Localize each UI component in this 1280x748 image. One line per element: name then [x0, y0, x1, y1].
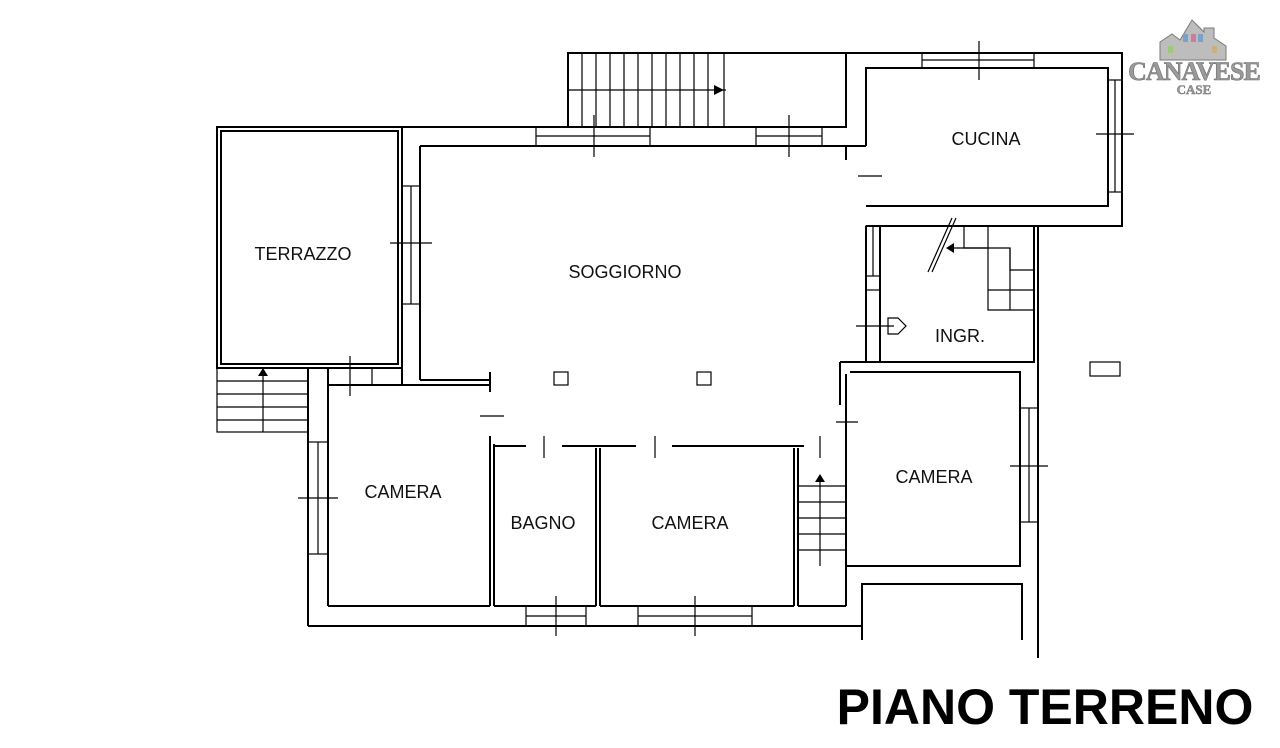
stairs-internal	[798, 474, 846, 566]
room-label-terrazzo: TERRAZZO	[255, 244, 352, 264]
logo-subtitle: CASE	[1177, 82, 1212, 97]
room-label-bagno: BAGNO	[510, 513, 575, 533]
room-label-ingresso: INGR.	[935, 326, 985, 346]
stairs-ingresso	[927, 217, 1034, 311]
room-label-camera-center: CAMERA	[651, 513, 728, 533]
windows	[298, 41, 1134, 636]
room-label-camera-left: CAMERA	[364, 482, 441, 502]
room-label-cucina: CUCINA	[951, 129, 1020, 149]
interior-walls	[480, 175, 1121, 606]
room-label-camera-right: CAMERA	[895, 467, 972, 487]
house-icon	[1159, 19, 1227, 61]
logo-name: CANAVESE	[1128, 57, 1260, 86]
brand-logo: CANAVESE CASE	[1128, 19, 1262, 97]
entrance-arrow-icon	[856, 317, 907, 335]
room-label-soggiorno: SOGGIORNO	[568, 262, 681, 282]
stairs-top	[568, 53, 726, 127]
plan-title: PIANO TERRENO	[837, 679, 1254, 735]
stairs-terrazzo	[216, 367, 309, 433]
